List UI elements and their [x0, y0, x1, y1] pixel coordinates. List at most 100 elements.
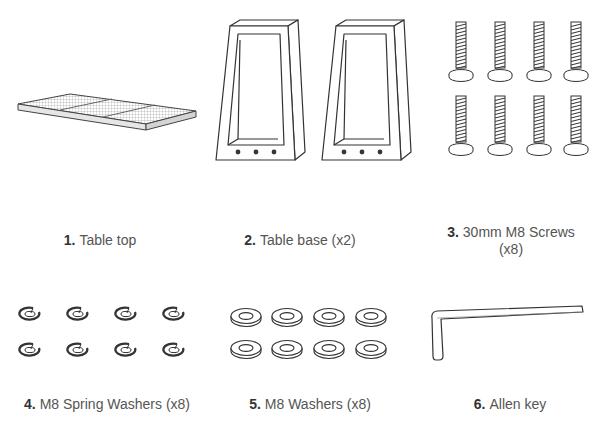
screw-thread — [495, 140, 505, 143]
washer — [322, 345, 336, 352]
screw-thread — [534, 49, 544, 52]
washer — [272, 309, 302, 324]
part-name: Allen key — [489, 396, 546, 412]
screw-thread — [495, 109, 505, 112]
screw-thread — [571, 140, 581, 143]
screw-thread — [456, 56, 466, 59]
screw-thread — [456, 35, 466, 38]
screw-thread — [534, 130, 544, 133]
screw-shank — [571, 96, 581, 142]
screw-thread — [456, 63, 466, 66]
screw-thread — [456, 66, 466, 69]
screw-thread — [495, 126, 505, 129]
screw-thread — [534, 133, 544, 136]
spring-washer — [127, 344, 129, 349]
part-name: 30mm M8 Screws (x8) — [463, 224, 575, 257]
screw-shank — [534, 96, 544, 142]
screw-thread — [456, 59, 466, 62]
screw-thread — [456, 126, 466, 129]
screw-thread — [495, 28, 505, 31]
screw-thread — [534, 35, 544, 38]
screw-thread — [571, 35, 581, 38]
screw — [449, 96, 473, 156]
screw-thread — [495, 24, 505, 27]
screw-shank — [456, 22, 466, 68]
screw-thread — [534, 28, 544, 31]
screw-head — [564, 148, 588, 156]
screw-thread — [456, 130, 466, 133]
spring-washer — [121, 347, 131, 352]
washer — [272, 341, 302, 359]
screw-head — [449, 74, 473, 82]
washer — [356, 341, 386, 359]
spring-washer — [19, 344, 39, 356]
spring-washer — [175, 308, 177, 313]
spring-washer — [163, 308, 183, 320]
screw-thread — [534, 52, 544, 55]
screw-thread — [495, 130, 505, 133]
screw-thread — [571, 98, 581, 101]
screw-thread — [534, 123, 544, 126]
spring-washer — [73, 311, 83, 316]
washer — [364, 313, 378, 320]
washer — [272, 341, 302, 356]
spring-washer — [19, 308, 39, 320]
screw-thread — [495, 137, 505, 140]
callout-number: 1. — [64, 232, 76, 248]
screw-thread — [495, 112, 505, 115]
washer — [239, 345, 253, 352]
washer — [356, 309, 386, 324]
spring-washer — [67, 308, 87, 320]
spring-washer — [169, 311, 179, 316]
spring-washer — [115, 308, 135, 320]
callout-number: 2. — [244, 232, 256, 248]
screw-head — [527, 148, 551, 156]
screw-thread — [456, 98, 466, 101]
screw-thread — [534, 24, 544, 27]
screw — [488, 96, 512, 156]
screw-thread — [495, 38, 505, 41]
spring-washer — [73, 347, 83, 352]
screw-thread — [571, 109, 581, 112]
washer — [231, 341, 261, 356]
spring-washer — [163, 344, 183, 356]
screw-head — [488, 74, 512, 82]
screw-thread — [571, 31, 581, 34]
screw-thread — [495, 98, 505, 101]
table-top — [18, 94, 196, 130]
screw-thread — [456, 133, 466, 136]
spring-washer — [79, 344, 81, 349]
screw-thread — [534, 38, 544, 41]
screw-thread — [571, 63, 581, 66]
screw-shank — [534, 22, 544, 68]
screw-thread — [571, 119, 581, 122]
screw-thread — [456, 116, 466, 119]
part-label: 4.M8 Spring Washers (x8) — [7, 396, 207, 413]
spring-washer — [67, 344, 87, 356]
screw-thread — [534, 126, 544, 129]
screw-shank — [456, 96, 466, 142]
screw-thread — [534, 45, 544, 48]
spring-washer — [175, 344, 177, 349]
part-label: 3.30mm M8 Screws (x8) — [436, 224, 586, 258]
washer — [356, 341, 386, 356]
part-label: 2.Table base (x2) — [210, 232, 390, 249]
screw-thread — [456, 119, 466, 122]
spring-washer — [127, 308, 129, 313]
spring-washer — [67, 344, 87, 356]
spring-washer — [25, 347, 35, 352]
table-base — [322, 20, 411, 160]
screw-thread — [571, 105, 581, 108]
washer — [314, 309, 344, 324]
screw-thread — [571, 116, 581, 119]
screw-thread — [534, 140, 544, 143]
part-name: M8 Spring Washers (x8) — [40, 396, 190, 412]
screw-thread — [571, 133, 581, 136]
screw-thread — [571, 24, 581, 27]
screw-head — [564, 74, 588, 82]
screw-thread — [456, 102, 466, 105]
screw-thread — [495, 42, 505, 45]
screw-thread — [495, 133, 505, 136]
allen-key — [432, 306, 583, 360]
